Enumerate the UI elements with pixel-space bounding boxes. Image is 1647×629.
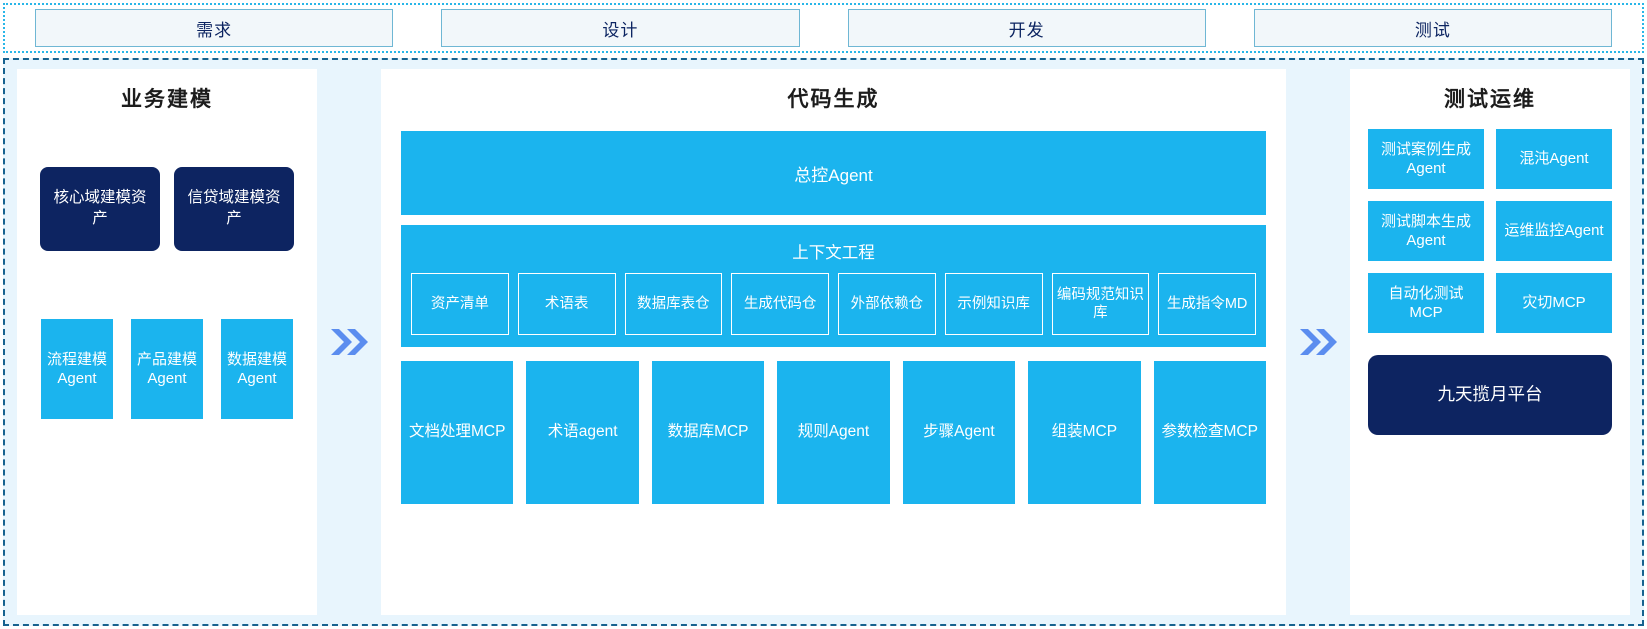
phase-strip: 需求 设计 开发 测试 [3,3,1644,53]
phase-tab-label: 开发 [1008,20,1045,40]
asset-card-core-domain[interactable]: 核心域建模资产 [40,167,160,251]
panels-row: 业务建模 核心域建模资产 信贷域建模资产 流程建模Agent 产品建模Agent… [17,69,1630,615]
panel-code-generation: 代码生成 总控Agent 上下文工程 资产清单 术语表 数据库表仓 生成代码仓 … [381,69,1286,615]
context-engineering-items: 资产清单 术语表 数据库表仓 生成代码仓 外部依赖仓 示例知识库 编码规范知识库… [411,273,1256,335]
platform-card-jiutian-lanyue[interactable]: 九天揽月平台 [1368,355,1612,435]
agent-card-process-modeling[interactable]: 流程建模Agent [41,319,113,419]
business-asset-group: 核心域建模资产 信贷域建模资产 [17,167,317,251]
tool-card-assembly-mcp[interactable]: 组装MCP [1028,361,1141,504]
phase-tab-requirements[interactable]: 需求 [35,9,394,47]
double-chevron-right-icon [317,69,381,615]
tool-card-document-processing-mcp[interactable]: 文档处理MCP [401,361,514,504]
card-operations-monitoring-agent[interactable]: 运维监控Agent [1496,201,1612,261]
panel-business-modeling-title: 业务建模 [121,88,213,111]
tool-card-parameter-check-mcp[interactable]: 参数检查MCP [1153,361,1266,504]
phase-tab-design[interactable]: 设计 [441,9,800,47]
context-engineering-block: 上下文工程 资产清单 术语表 数据库表仓 生成代码仓 外部依赖仓 示例知识库 编… [401,225,1266,347]
card-test-script-generation-agent[interactable]: 测试脚本生成Agent [1368,201,1484,261]
double-chevron-right-icon [1286,69,1350,615]
panel-test-operations-title: 测试运维 [1444,88,1536,111]
context-item-asset-list[interactable]: 资产清单 [411,273,509,335]
phase-tab-development[interactable]: 开发 [847,9,1206,47]
tool-card-terminology-agent[interactable]: 术语agent [526,361,639,504]
agent-card-product-modeling[interactable]: 产品建模Agent [131,319,203,419]
phase-tab-label: 测试 [1414,20,1451,40]
phase-tab-label: 需求 [196,20,233,40]
context-item-glossary[interactable]: 术语表 [517,273,616,335]
agent-card-data-modeling[interactable]: 数据建模Agent [221,319,293,419]
context-item-example-knowledge-base[interactable]: 示例知识库 [944,273,1043,335]
tool-card-step-agent[interactable]: 步骤Agent [902,361,1016,504]
architecture-diagram: 业务建模 核心域建模资产 信贷域建模资产 流程建模Agent 产品建模Agent… [3,58,1644,626]
code-generation-tools-row: 文档处理MCP 术语agent 数据库MCP 规则Agent 步骤Agent 组… [401,361,1266,504]
panel-code-generation-title: 代码生成 [787,88,880,111]
tool-card-rule-agent[interactable]: 规则Agent [777,361,890,504]
asset-card-credit-domain[interactable]: 信贷域建模资产 [174,167,294,251]
tool-card-database-mcp[interactable]: 数据库MCP [651,361,765,504]
phase-tab-testing[interactable]: 测试 [1253,9,1612,47]
context-item-generation-instruction-md[interactable]: 生成指令MD [1158,273,1256,335]
context-item-external-dependency-repo[interactable]: 外部依赖仓 [838,273,936,335]
context-item-db-table-repo[interactable]: 数据库表仓 [624,273,723,335]
context-item-coding-standard-knowledge-base[interactable]: 编码规范知识库 [1051,273,1150,335]
code-generation-body: 总控Agent 上下文工程 资产清单 术语表 数据库表仓 生成代码仓 外部依赖仓… [381,131,1286,504]
card-disaster-switch-mcp[interactable]: 灾切MCP [1496,273,1612,333]
phase-tab-label: 设计 [602,20,639,40]
card-chaos-agent[interactable]: 混沌Agent [1496,129,1612,189]
panel-business-modeling: 业务建模 核心域建模资产 信贷域建模资产 流程建模Agent 产品建模Agent… [17,69,317,615]
platform-section: 九天揽月平台 [1350,333,1630,435]
panel-test-operations: 测试运维 测试案例生成Agent 混沌Agent 测试脚本生成Agent 运维监… [1350,69,1630,615]
card-test-case-generation-agent[interactable]: 测试案例生成Agent [1368,129,1484,189]
business-agent-group: 流程建模Agent 产品建模Agent 数据建模Agent [17,319,317,419]
card-automated-test-mcp[interactable]: 自动化测试MCP [1368,273,1484,333]
master-control-agent-banner[interactable]: 总控Agent [401,131,1266,215]
test-operations-grid: 测试案例生成Agent 混沌Agent 测试脚本生成Agent 运维监控Agen… [1350,113,1630,333]
context-item-generated-code-repo[interactable]: 生成代码仓 [731,273,829,335]
context-engineering-title: 上下文工程 [792,244,875,262]
